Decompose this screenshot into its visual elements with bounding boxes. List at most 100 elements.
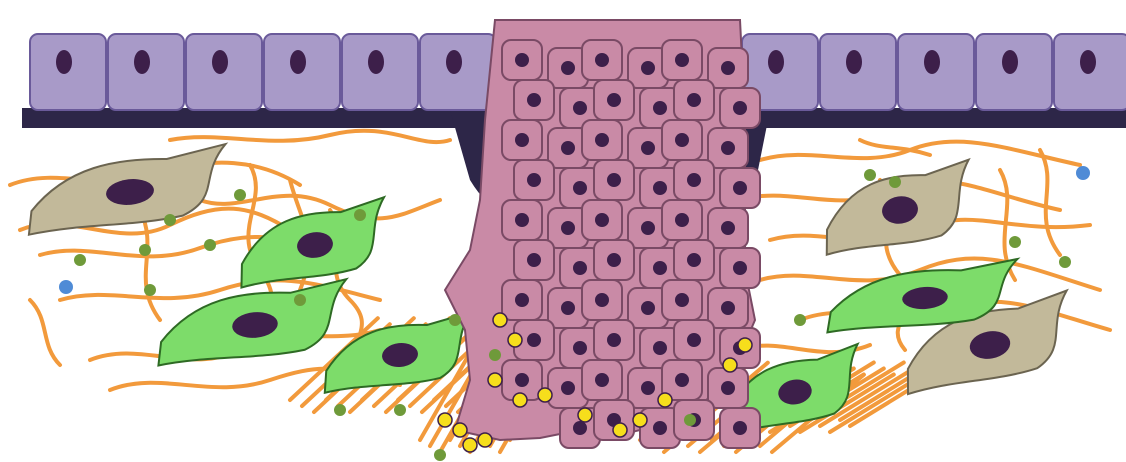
tumor-nucleus — [561, 381, 575, 395]
tumor-nucleus — [595, 133, 609, 147]
yellow-molecule-dot — [508, 333, 522, 347]
yellow-molecule-dot — [488, 373, 502, 387]
tumor-nucleus — [515, 133, 529, 147]
tumor-nucleus — [641, 381, 655, 395]
green-molecule-dot — [74, 254, 86, 266]
tumor-nucleus — [607, 253, 621, 267]
green-molecule-dot — [144, 284, 156, 296]
green-molecule-dot — [489, 349, 501, 361]
tumor-nucleus — [641, 301, 655, 315]
tumor-nucleus — [595, 293, 609, 307]
epithelial-nucleus — [1002, 50, 1018, 74]
tumor-nucleus — [733, 261, 747, 275]
tumor-nucleus — [641, 221, 655, 235]
yellow-molecule-dot — [613, 423, 627, 437]
yellow-molecule-dot — [513, 393, 527, 407]
epithelial-nucleus — [290, 50, 306, 74]
tumor-nucleus — [675, 133, 689, 147]
yellow-molecule-dot — [538, 388, 552, 402]
tumor-nucleus — [561, 301, 575, 315]
yellow-molecule-dot — [463, 438, 477, 452]
yellow-molecule-dot — [453, 423, 467, 437]
tumor-nucleus — [721, 301, 735, 315]
tumor-nucleus — [721, 221, 735, 235]
epithelial-nucleus — [1080, 50, 1096, 74]
yellow-molecule-dot — [633, 413, 647, 427]
tumor-nucleus — [573, 181, 587, 195]
green-molecule-dot — [164, 214, 176, 226]
yellow-molecule-dot — [478, 433, 492, 447]
tumor-nucleus — [527, 173, 541, 187]
tumor-nucleus — [527, 333, 541, 347]
tumor-nucleus — [573, 421, 587, 435]
myofibroblast — [232, 197, 394, 287]
epithelial-nucleus — [924, 50, 940, 74]
green-molecule-dot — [139, 244, 151, 256]
green-molecule-dot — [1059, 256, 1071, 268]
collagen-fiber — [1040, 150, 1060, 255]
tumor-nucleus — [675, 293, 689, 307]
tumor-nucleus — [733, 101, 747, 115]
tumor-nucleus — [721, 381, 735, 395]
yellow-molecule-dot — [578, 408, 592, 422]
tumor-nucleus — [573, 261, 587, 275]
green-molecule-dot — [294, 294, 306, 306]
myofibroblast — [152, 279, 352, 365]
tumor-nucleus — [561, 221, 575, 235]
tumor-nucleus — [733, 181, 747, 195]
tumor-nucleus — [675, 373, 689, 387]
collagen-fiber — [30, 300, 60, 365]
tumor-nucleus — [561, 61, 575, 75]
tumor-nucleus — [607, 93, 621, 107]
tumor-nucleus — [653, 181, 667, 195]
green-molecule-dot — [684, 414, 696, 426]
tumor-nucleus — [607, 333, 621, 347]
tumor-nucleus — [687, 173, 701, 187]
green-molecule-dot — [394, 404, 406, 416]
epithelial-nucleus — [446, 50, 462, 74]
tumor-nucleus — [687, 93, 701, 107]
tumor-nucleus — [675, 213, 689, 227]
tumor-nucleus — [515, 53, 529, 67]
yellow-molecule-dot — [438, 413, 452, 427]
tumor-nucleus — [573, 101, 587, 115]
tumor-nucleus — [653, 341, 667, 355]
green-molecule-dot — [864, 169, 876, 181]
tumor-nucleus — [733, 421, 747, 435]
tumor-nucleus — [595, 213, 609, 227]
tumor-nucleus — [721, 141, 735, 155]
tumor-nucleus — [595, 373, 609, 387]
tumor-nucleus — [675, 53, 689, 67]
epithelial-nucleus — [768, 50, 784, 74]
blue-molecule-dot — [1076, 166, 1090, 180]
fibroblast — [22, 144, 233, 235]
green-molecule-dot — [434, 449, 446, 461]
green-molecule-dot — [449, 314, 461, 326]
green-molecule-dot — [889, 176, 901, 188]
green-molecule-dot — [204, 239, 216, 251]
tumor-nucleus — [515, 373, 529, 387]
tumor-nucleus — [515, 213, 529, 227]
yellow-molecule-dot — [738, 338, 752, 352]
tumor-nucleus — [641, 61, 655, 75]
epithelial-nucleus — [56, 50, 72, 74]
fibroblast — [816, 160, 979, 255]
tumor-nucleus — [653, 421, 667, 435]
tumor-nucleus — [721, 61, 735, 75]
tumor-nucleus — [687, 333, 701, 347]
tumor-nucleus — [527, 93, 541, 107]
tumor-nucleus — [653, 101, 667, 115]
tumor-nucleus — [573, 341, 587, 355]
yellow-molecule-dot — [723, 358, 737, 372]
green-molecule-dot — [234, 189, 246, 201]
tumor-nucleus — [641, 141, 655, 155]
collagen-fiber — [170, 131, 450, 142]
epithelial-nucleus — [212, 50, 228, 74]
green-molecule-dot — [1009, 236, 1021, 248]
epithelial-nucleus — [368, 50, 384, 74]
epithelial-nucleus — [846, 50, 862, 74]
yellow-molecule-dot — [493, 313, 507, 327]
tumor-nucleus — [595, 53, 609, 67]
